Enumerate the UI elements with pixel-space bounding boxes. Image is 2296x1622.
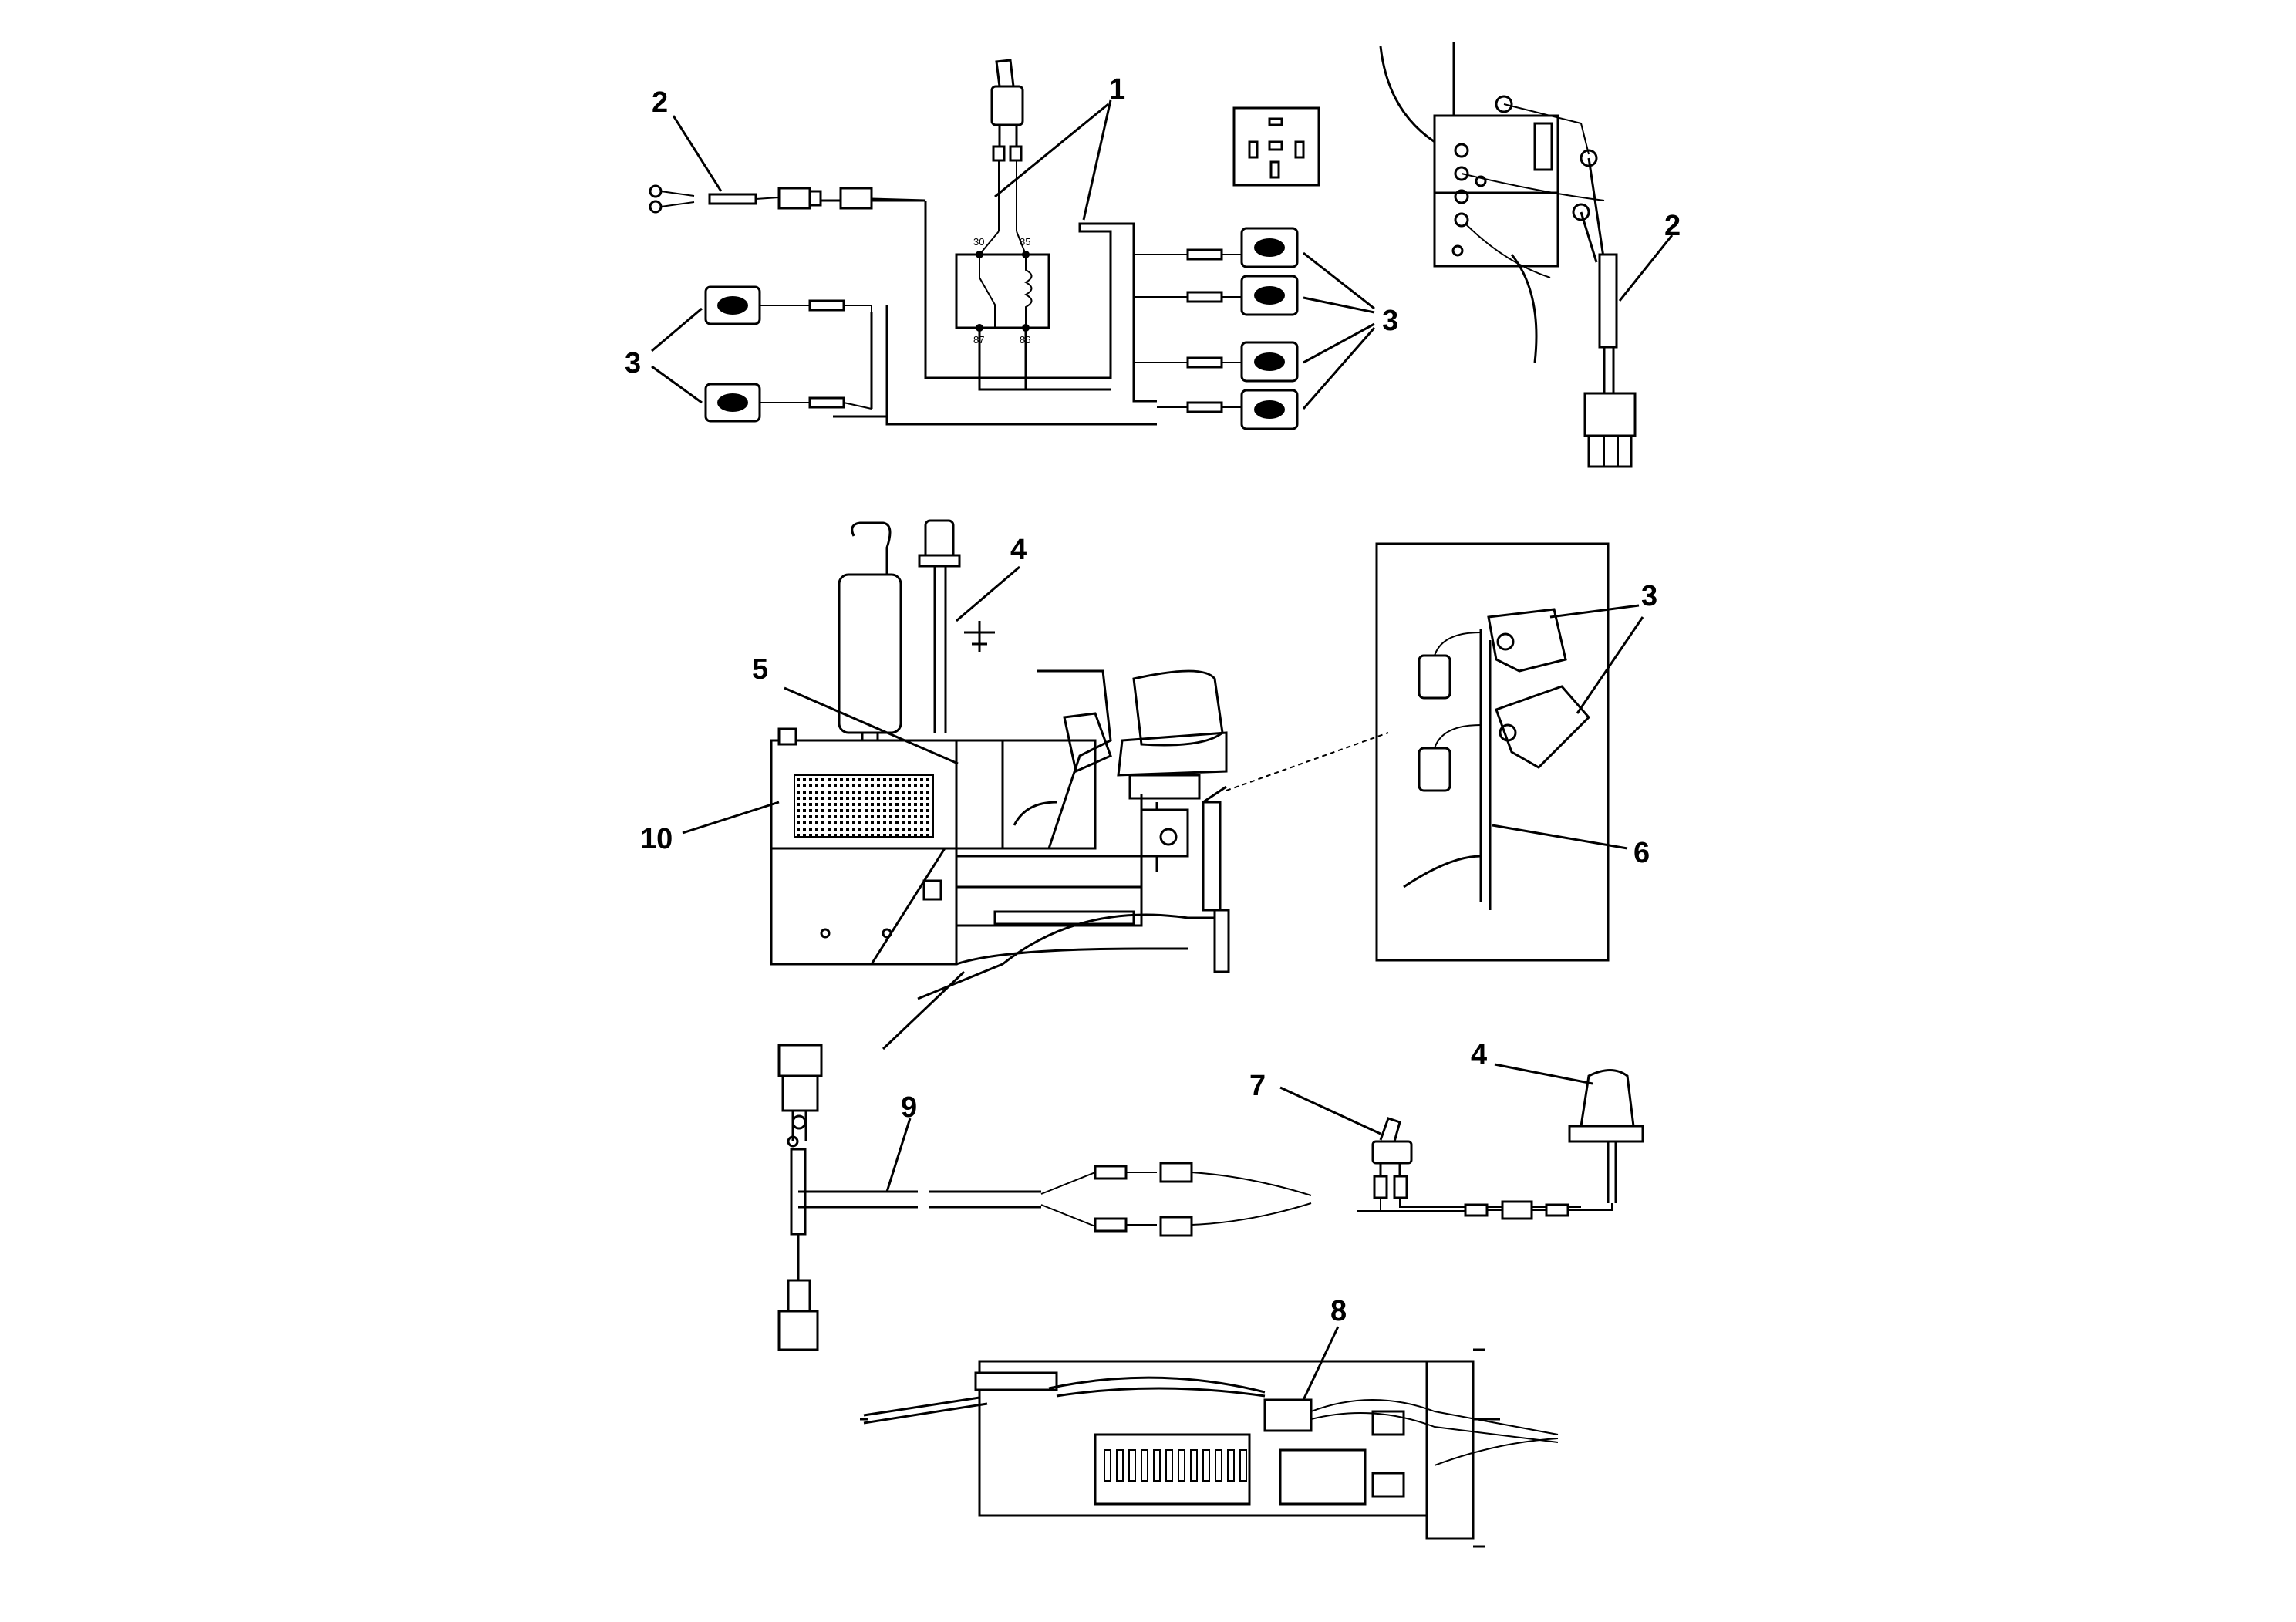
machine-side-view: 4 5 10: [640, 519, 1389, 1050]
callout-6: 6: [1633, 837, 1650, 869]
callout-1: 1: [1109, 73, 1125, 106]
callout-4-machine: 4: [1010, 534, 1027, 566]
beacon-switch-assembly: 7 4: [1249, 1039, 1644, 1220]
control-box-assembly: 8: [860, 1295, 1559, 1548]
callout-3-right: 3: [1382, 305, 1398, 337]
work-light-right-1: [1134, 227, 1299, 268]
callout-8: 8: [1330, 1295, 1347, 1327]
callout-2-top-left: 2: [652, 86, 668, 119]
beacon-mast-icon: [918, 519, 995, 733]
work-light-right-2: [1134, 275, 1299, 316]
relay-harness-assembly: 30 85 87 86: [625, 59, 1398, 430]
callout-4-beacon: 4: [1471, 1039, 1487, 1071]
operator-seat-icon: [1037, 669, 1228, 849]
work-light-right-4: [1157, 389, 1299, 430]
callout-7: 7: [1249, 1070, 1266, 1102]
harness-plug-connector: [649, 184, 926, 214]
detail-light-upper: [1487, 608, 1567, 673]
relay-pin-30: 30: [973, 236, 984, 248]
relay-pin-85: 85: [1020, 236, 1030, 248]
callout-2-top-right: 2: [1664, 210, 1681, 242]
callout-10: 10: [640, 823, 673, 855]
relay-icon: 30 85 87 86: [955, 231, 1050, 346]
work-light-left-lower: [704, 383, 872, 423]
work-light-left-upper: [704, 285, 872, 325]
beacon-light-4-icon: [1568, 1069, 1644, 1203]
callout-3-left: 3: [625, 347, 641, 379]
callout-3-detail: 3: [1641, 580, 1657, 612]
light-bracket-detail: 3 6: [1375, 542, 1657, 962]
fuse-panel-harness-assembly: 2: [1379, 42, 1681, 468]
callout-5: 5: [752, 653, 768, 686]
relay-socket-icon: [1232, 106, 1320, 187]
detail-light-lower: [1495, 685, 1591, 769]
engine-hood-icon: [770, 727, 958, 966]
main-cable-assembly: 9: [777, 1044, 1312, 1351]
callout-9: 9: [901, 1091, 917, 1124]
muffler-icon: [838, 521, 902, 765]
work-light-right-3: [1134, 341, 1299, 383]
harness-plug-connector-right: [1583, 392, 1637, 468]
toggle-switch-icon: [990, 59, 1024, 231]
toggle-switch-7-icon: [1371, 1117, 1413, 1199]
fuse-block-icon: [1094, 1433, 1251, 1506]
